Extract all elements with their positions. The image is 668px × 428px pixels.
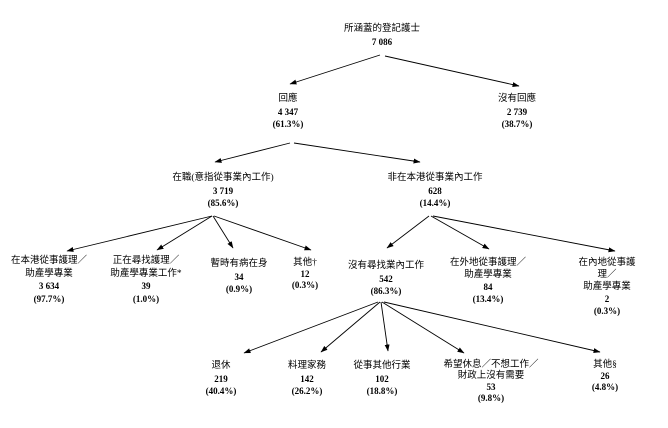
node-label: 在外地從事護理／ 助產學專業 xyxy=(449,258,527,280)
node-value: 26 xyxy=(600,371,610,381)
node-retired: 退休 219 (40.4%) xyxy=(206,360,237,398)
node-value: 542 xyxy=(379,273,393,284)
node-value: 102 xyxy=(375,373,389,384)
node-label: 非在本港從事業內工作 xyxy=(387,173,483,183)
node-value: 7 086 xyxy=(371,36,393,47)
node-percentage: (0.3%) xyxy=(593,306,621,316)
edge-working-to-others1 xyxy=(213,215,312,251)
node-percentage: (0.9%) xyxy=(225,284,253,294)
edge-not-in-hk-to-not-seeking xyxy=(386,215,430,249)
edge-not-seeking-to-retired xyxy=(243,301,379,354)
edge-root-to-no-respond xyxy=(384,55,520,88)
node-no-respond: 沒有回應 2 739 (38.7%) xyxy=(498,93,536,131)
node-percentage: (18.8%) xyxy=(366,386,398,396)
node-others-dagger: 其他† 12 (0.3%) xyxy=(292,258,318,291)
edge-not-in-hk-to-mainland xyxy=(432,215,616,253)
node-rest: 希望休息／不想工作／ 財政上沒有需要 53 (9.8%) xyxy=(443,360,538,404)
node-value: 628 xyxy=(428,185,442,196)
node-percentage: (85.6%) xyxy=(207,198,239,208)
node-label: 其他§ xyxy=(593,360,617,370)
node-value: 3 634 xyxy=(38,281,60,291)
node-percentage: (26.2%) xyxy=(291,386,323,396)
edge-not-seeking-to-other-industry xyxy=(380,301,390,352)
node-value: 3 719 xyxy=(212,185,234,196)
node-label: 暫時有病在身 xyxy=(210,259,268,269)
node-value: 2 xyxy=(604,294,610,304)
node-others-section: 其他§ 26 (4.8%) xyxy=(592,360,618,393)
node-percentage: (38.7%) xyxy=(501,119,533,129)
edge-not-in-hk-to-overseas xyxy=(430,215,490,250)
node-value: 39 xyxy=(141,281,151,291)
node-other-industry: 從事其他行業 102 (18.8%) xyxy=(353,360,410,398)
node-label: 在職(意指從事業內工作) xyxy=(172,173,274,183)
node-label: 希望休息／不想工作／ 財政上沒有需要 xyxy=(443,360,539,381)
edge-root-to-respond xyxy=(289,54,381,85)
node-label: 沒有尋找業內工作 xyxy=(347,261,425,271)
node-percentage: (0.3%) xyxy=(291,280,319,290)
node-value: 53 xyxy=(486,382,496,392)
node-value: 34 xyxy=(234,271,244,282)
node-label: 其他† xyxy=(293,258,317,268)
node-percentage: (97.7%) xyxy=(33,293,65,304)
node-percentage: (40.4%) xyxy=(205,386,237,396)
edge-not-seeking-to-rest xyxy=(381,301,465,354)
node-value: 12 xyxy=(300,269,310,279)
node-label: 料理家務 xyxy=(287,361,327,371)
node-label: 正在尋找護理／ 助產學專業工作* xyxy=(110,256,182,279)
node-seeking: 正在尋找護理／ 助產學專業工作* 39 (1.0%) xyxy=(110,255,181,305)
edge-not-seeking-to-housework xyxy=(320,301,381,353)
node-label: 沒有回應 xyxy=(497,94,537,104)
node-percentage: (13.4%) xyxy=(472,294,504,304)
node-value: 4 347 xyxy=(277,106,299,117)
node-root: 所涵蓋的登記護士 7 086 xyxy=(344,23,420,48)
edge-respond-to-not-in-hk xyxy=(293,142,421,164)
edge-working-to-seeking xyxy=(156,215,213,251)
node-hk-practice: 在本港從事護理／ 助產學專業 3 634 (97.7%) xyxy=(11,255,87,305)
node-value: 219 xyxy=(214,373,228,384)
node-percentage: (9.8%) xyxy=(477,393,505,403)
edge-not-seeking-to-others2 xyxy=(383,301,601,353)
node-label: 從事其他行業 xyxy=(353,361,411,371)
edge-working-to-hk-practice xyxy=(66,215,213,252)
node-working: 在職(意指從事業內工作) 3 719 (85.6%) xyxy=(172,172,273,210)
node-value: 2 739 xyxy=(506,106,528,117)
edge-respond-to-working xyxy=(214,142,291,163)
node-not-seeking: 沒有尋找業內工作 542 (86.3%) xyxy=(348,260,424,298)
node-value: 84 xyxy=(483,282,493,292)
node-label: 所涵蓋的登記護士 xyxy=(343,24,421,34)
node-percentage: (1.0%) xyxy=(132,293,160,304)
node-percentage: (61.3%) xyxy=(272,119,304,129)
node-label: 在內地從事護理／ 助產學專業 xyxy=(578,258,636,292)
node-not-in-hk: 非在本港從事業內工作 628 (14.4%) xyxy=(387,172,482,210)
node-percentage: (4.8%) xyxy=(591,382,619,392)
node-percentage: (14.4%) xyxy=(419,198,451,208)
node-overseas: 在外地從事護理／ 助產學專業 84 (13.4%) xyxy=(450,257,526,305)
node-label: 在本港從事護理／ 助產學專業 xyxy=(10,256,88,279)
node-respond: 回應 4 347 (61.3%) xyxy=(273,93,304,131)
node-housework: 料理家務 142 (26.2%) xyxy=(288,360,326,398)
node-value: 142 xyxy=(300,373,314,384)
node-label: 退休 xyxy=(211,361,231,371)
node-percentage: (86.3%) xyxy=(370,286,402,296)
node-sick: 暫時有病在身 34 (0.9%) xyxy=(210,258,267,296)
edge-working-to-sick xyxy=(212,215,234,249)
node-label: 回應 xyxy=(278,94,298,104)
node-mainland: 在內地從事護理／ 助產學專業 2 (0.3%) xyxy=(577,257,638,317)
